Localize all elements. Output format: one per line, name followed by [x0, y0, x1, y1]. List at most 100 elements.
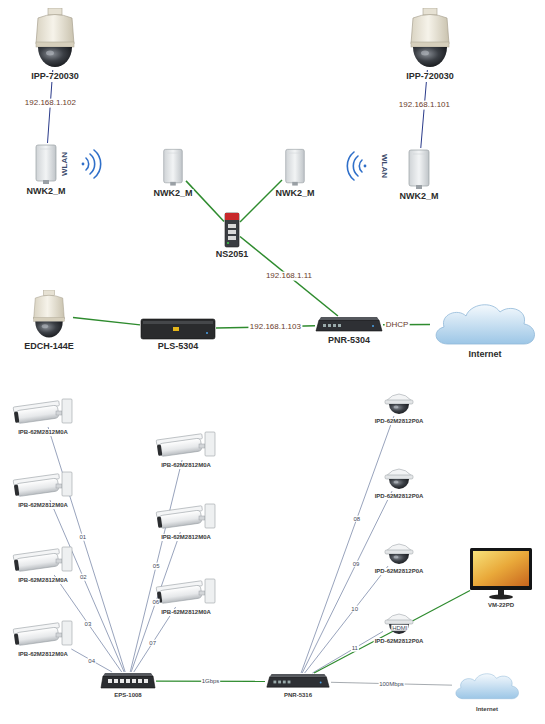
link-label: 07 [148, 639, 157, 646]
device-label: Internet [467, 350, 502, 360]
nvr-box-icon [267, 674, 329, 687]
network-cable [312, 631, 383, 673]
internet-cloud: Internet [452, 668, 522, 704]
network-cable [305, 566, 388, 673]
wlan-label: WLAN [380, 154, 389, 178]
link-label: 192.168.1.101 [398, 101, 451, 110]
dome-camera: IPD-62M2812P0A [383, 463, 415, 491]
link-label: 192.168.1.11 [265, 272, 313, 281]
wireless-bridge: NWK2_M [282, 147, 308, 187]
device-label: IPD-62M2812P0A [374, 638, 425, 645]
device-label: IPD-62M2812P0A [374, 493, 425, 500]
device-label: IPB-62M2812M0A [17, 429, 69, 436]
wireless-panel-icon [409, 150, 429, 189]
link-label: 05 [152, 563, 161, 570]
link-label: 08 [352, 516, 361, 523]
device-label: IPP-720030 [30, 72, 80, 82]
wifi-symbol [82, 150, 101, 178]
nvr-box-icon [141, 319, 215, 339]
wlan-label: WLAN [60, 152, 69, 176]
device-label: NWK2_M [398, 192, 439, 202]
network-cable [71, 649, 112, 672]
network-cable [186, 181, 224, 222]
bullet-camera-icon [156, 579, 215, 604]
device-label: IPD-62M2812P0A [374, 418, 425, 425]
wireless-bridge: NWK2_M [405, 148, 433, 190]
industrial-switch-icon [225, 213, 239, 247]
link-label: 11 [351, 645, 359, 652]
ptz-camera-icon [411, 8, 449, 67]
dome-camera-icon [385, 469, 413, 489]
device-label: IPB-62M2812M0A [160, 462, 212, 469]
bullet-camera-icon [156, 504, 215, 529]
bullet-camera-icon [13, 399, 72, 424]
device-label: NWK2_M [152, 189, 193, 199]
dome-camera-icon [385, 614, 413, 634]
link-label: 100Mbps [378, 680, 405, 687]
ptz-camera: IPP-720030 [30, 8, 80, 70]
bullet-camera: IPB-62M2812M0A [12, 543, 74, 575]
ptz-camera-icon [36, 8, 74, 67]
network-cable [240, 180, 282, 222]
cloud-icon [436, 305, 534, 344]
device-label: IPB-62M2812M0A [17, 577, 69, 584]
poe-switch: EPS-1008 [100, 672, 156, 690]
video-recorder: PNR-5316 [265, 673, 331, 690]
device-label: IPB-62M2812M0A [17, 502, 69, 509]
dome-camera: IPD-62M2812P0A [383, 538, 415, 566]
device-label: Internet [475, 706, 499, 713]
device-label: IPB-62M2812M0A [160, 534, 212, 541]
dome-camera-icon [385, 544, 413, 564]
link-label: HDMI [391, 624, 408, 631]
device-label: NWK2_M [25, 187, 66, 197]
bullet-camera: IPB-62M2812M0A [155, 575, 217, 607]
ptz-camera: IPP-720030 [405, 8, 455, 70]
link-label: 03 [84, 620, 93, 627]
monitor: VM-22PD [470, 548, 532, 600]
device-label: VM-22PD [487, 602, 515, 609]
internet-cloud: Internet [430, 300, 540, 348]
network-cable [73, 318, 140, 325]
bullet-camera: IPB-62M2812M0A [155, 428, 217, 460]
link-label: 1Gbps [201, 678, 221, 685]
device-label: PNR-5316 [283, 692, 313, 699]
network-cable [130, 460, 182, 672]
wireless-panel-icon [36, 145, 56, 184]
wireless-panel-icon [286, 149, 305, 185]
bullet-camera: IPB-62M2812M0A [12, 617, 74, 649]
network-cable [240, 236, 338, 316]
device-label: PNR-5304 [327, 336, 371, 346]
dome-camera: IPD-62M2812P0A [383, 388, 415, 416]
bullet-camera: IPB-62M2812M0A [12, 468, 74, 500]
bullet-camera-icon [13, 621, 72, 646]
link-label: 02 [79, 574, 88, 581]
bullet-camera-icon [13, 547, 72, 572]
link-label: DHCP [385, 320, 410, 329]
device-label: NS2051 [215, 250, 250, 260]
link-label: 192.168.1.103 [249, 322, 302, 331]
link-label: 06 [151, 599, 160, 606]
bullet-camera: IPB-62M2812M0A [12, 395, 74, 427]
device-label: EPS-1008 [113, 692, 142, 699]
wireless-bridge: NWK2_M [32, 143, 60, 185]
dome-camera-icon [385, 394, 413, 414]
wireless-bridge: NWK2_M [160, 147, 186, 187]
device-label: EDCH-144E [23, 342, 75, 352]
network-cable [50, 500, 124, 672]
video-recorder: PNR-5304 [315, 316, 383, 334]
ptz-camera: EDCH-144E [25, 290, 73, 340]
nvr-box-icon [316, 317, 382, 331]
dome-camera: IPD-62M2812P0A [383, 608, 415, 636]
device-label: NWK2_M [274, 189, 315, 199]
cloud-icon [456, 674, 519, 699]
device-label: IPD-62M2812P0A [374, 568, 425, 575]
device-label: PLS-5304 [157, 342, 200, 352]
network-cable [302, 491, 392, 673]
wireless-panel-icon [164, 149, 183, 185]
device-label: IPP-720030 [405, 72, 455, 82]
network-cable [314, 590, 470, 673]
link-label: 01 [78, 534, 87, 541]
